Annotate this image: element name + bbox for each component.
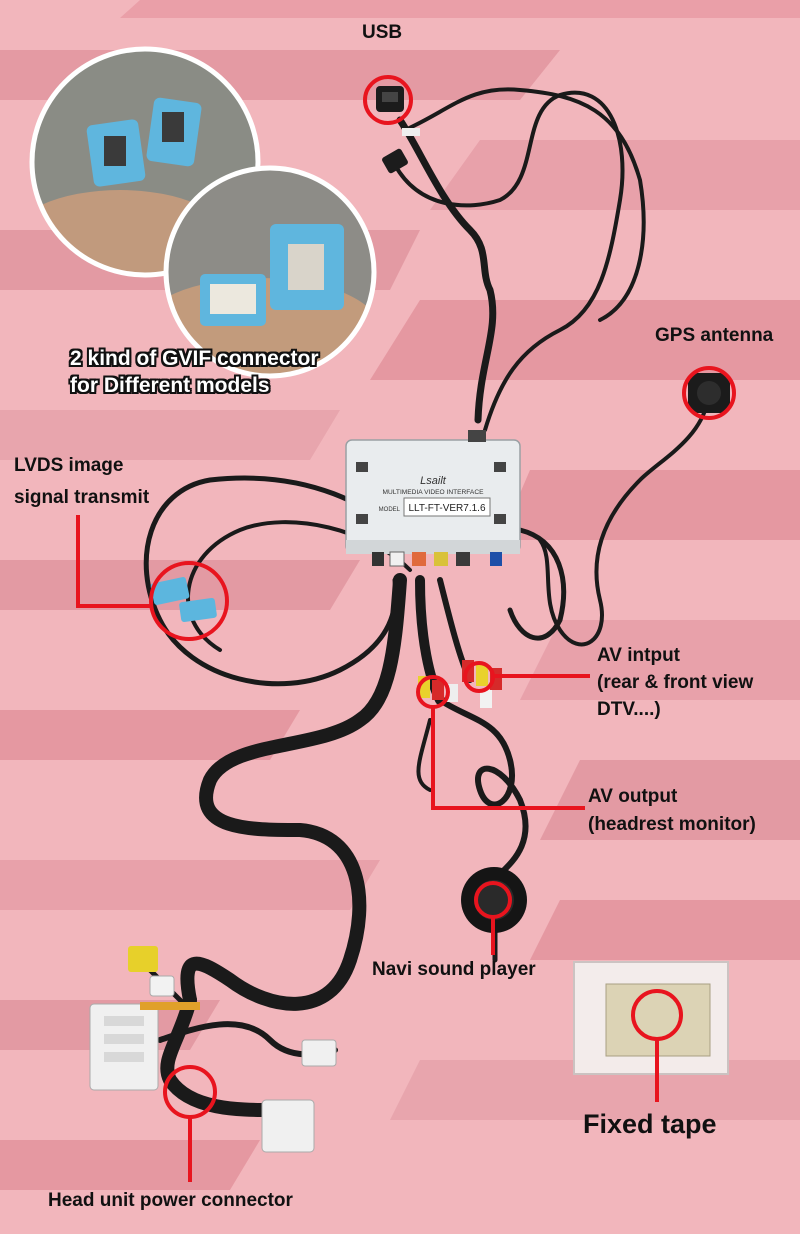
usb-label: USB	[362, 20, 402, 45]
av-input-label-line1: AV intput	[597, 645, 681, 666]
av-output-label-line1: AV output	[588, 786, 678, 807]
fixed-tape-label-text: Fixed tape	[583, 1109, 717, 1139]
cable-harness	[143, 87, 710, 1117]
navi-sound-player-label: Navi sound player	[372, 957, 536, 982]
navi-sound-player-label-text: Navi sound player	[372, 959, 536, 980]
av-input-label-line3: DTV....)	[597, 699, 661, 720]
lvds-connector	[150, 577, 217, 623]
lvds-label-line2: signal transmit	[14, 487, 150, 508]
lvds-label: LVDS image signal transmit	[14, 450, 149, 514]
usb-highlight	[363, 75, 413, 125]
gvif-connector-label: 2 kind of GVIF connector for Different m…	[70, 345, 319, 399]
lvds-highlight	[149, 561, 229, 641]
head-unit-power-label: Head unit power connector	[48, 1188, 293, 1213]
gvif-label-line2: for Different models	[70, 374, 270, 397]
device-model: LLT-FT-VER7.1.6	[408, 503, 486, 514]
interface-box	[345, 430, 521, 567]
usb-label-text: USB	[362, 22, 403, 43]
navi-sound-player	[461, 867, 527, 933]
device-model-prefix: MODEL	[379, 507, 401, 513]
usb-connector	[376, 86, 420, 174]
device-title: MULTIMEDIA VIDEO INTERFACE	[383, 489, 485, 496]
head-unit-power-label-text: Head unit power connector	[48, 1190, 293, 1211]
gps-antenna	[688, 373, 730, 413]
lvds-leader	[76, 515, 152, 608]
gps-antenna-label-text: GPS antenna	[655, 325, 774, 346]
fixed-tape-label: Fixed tape	[583, 1109, 717, 1140]
av-input-label: AV intput (rear & front view DTV....)	[597, 642, 753, 723]
gps-antenna-highlight	[682, 366, 736, 420]
callouts	[76, 75, 736, 1182]
av-output-label: AV output (headrest monitor)	[588, 783, 756, 839]
av-input-label-line2: (rear & front view	[597, 672, 754, 693]
interface-box-labels: Lsailt MULTIMEDIA VIDEO INTERFACE MODEL …	[379, 475, 486, 514]
av-output-leader	[431, 707, 585, 810]
head-unit-connectors	[89, 946, 337, 1153]
gvif-label-line1: 2 kind of GVIF connector	[70, 347, 319, 370]
fixed-tape-pack	[573, 961, 729, 1075]
device-brand: Lsailt	[420, 475, 447, 487]
gvif-connector-photo-b	[163, 165, 377, 379]
lvds-label-line1: LVDS image	[14, 455, 124, 476]
av-output-label-line2: (headrest monitor)	[588, 814, 756, 835]
gps-antenna-label: GPS antenna	[655, 323, 773, 348]
